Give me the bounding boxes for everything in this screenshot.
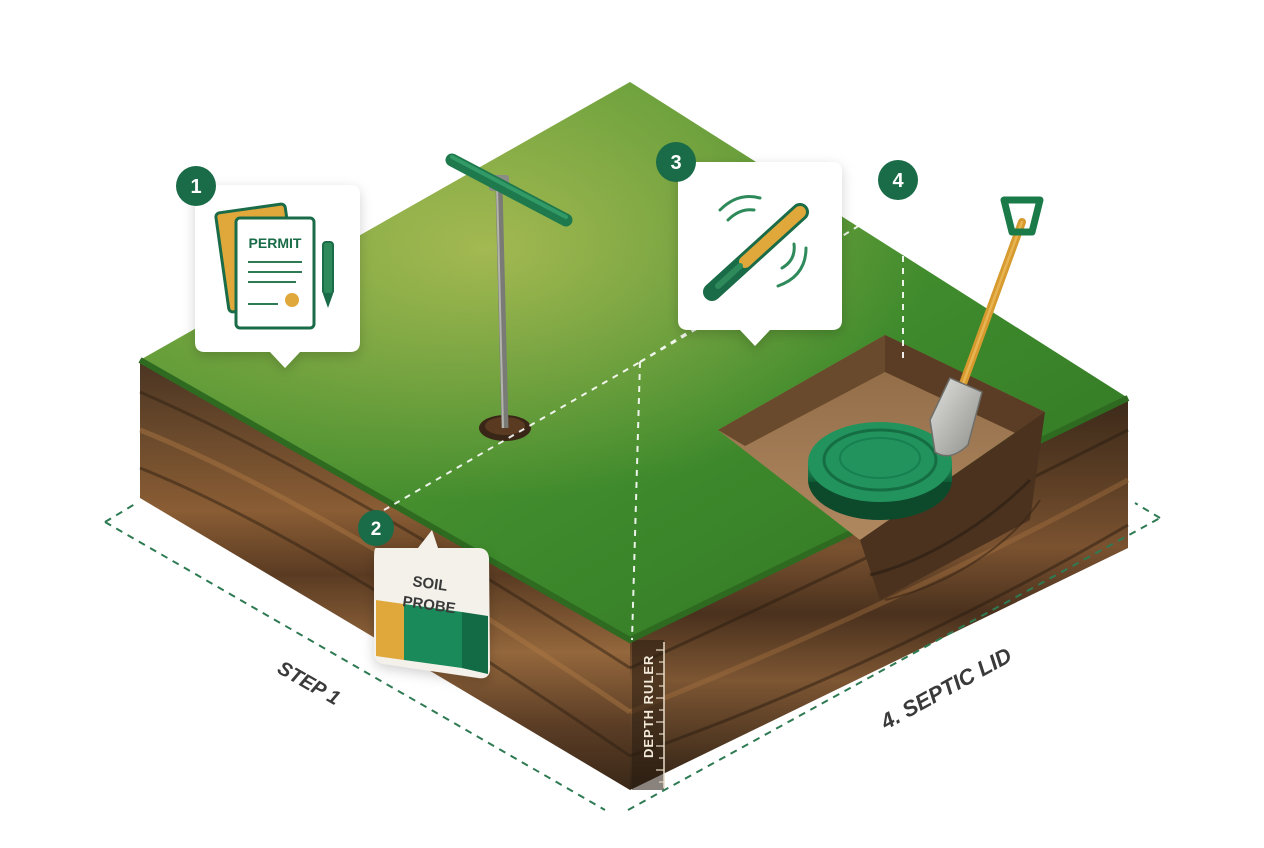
permit-label: PERMIT: [249, 235, 302, 251]
dimension-lines: [104, 502, 1161, 811]
step1-number: 1: [190, 176, 201, 198]
depth-ruler: DEPTH RULER: [632, 640, 665, 790]
permit-document-icon: PERMIT: [214, 202, 316, 330]
step4-badge: 4: [878, 160, 918, 200]
step2-card-stripes: [376, 600, 488, 674]
step1-badge: 1: [176, 166, 216, 206]
soil-probe-tool: [445, 153, 573, 441]
step3-badge: 3: [656, 142, 696, 182]
step2-label-line1: SOIL: [411, 573, 448, 595]
soil-strata: [139, 390, 631, 670]
depth-ruler-label: DEPTH RULER: [641, 655, 656, 758]
step2-number: 2: [371, 519, 382, 540]
shovel-icon: [929, 196, 1044, 457]
soil-strata: [139, 427, 632, 715]
step3-number: 3: [670, 152, 681, 174]
pen-icon: [322, 241, 334, 308]
guide-lines: [383, 196, 904, 641]
soil-strata: [629, 523, 1129, 758]
dimension-label-left: STEP 1: [274, 657, 344, 710]
metal-detector-icon: [703, 195, 809, 301]
step4-number: 4: [892, 170, 904, 192]
soil-strata: [139, 466, 631, 758]
pit-cut-face: [860, 412, 1045, 600]
pit-back-wall-left: [718, 335, 885, 446]
step2-badge: 2: [358, 510, 394, 546]
septic-lid: [808, 422, 952, 520]
